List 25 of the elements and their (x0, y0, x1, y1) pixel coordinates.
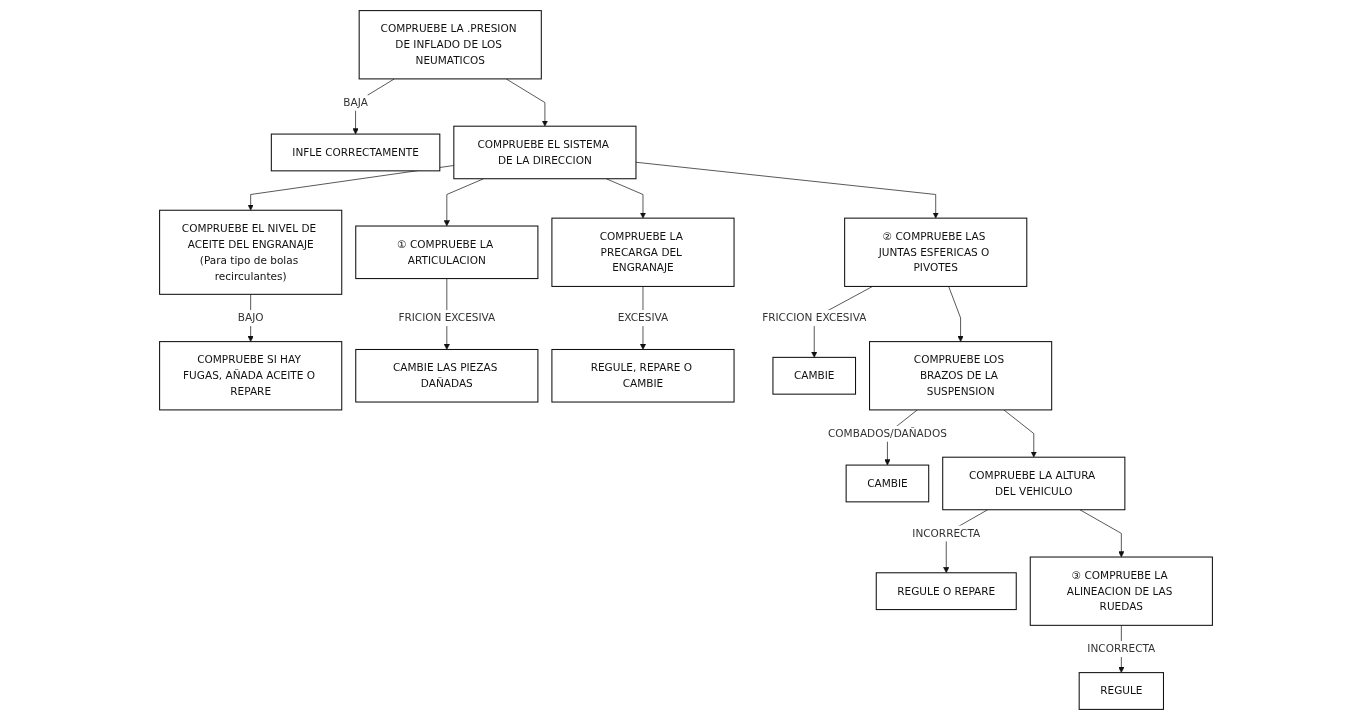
edge-label: FRICCION EXCESIVA (762, 310, 867, 324)
node-box: COMPRUEBE SI HAY FUGAS, AÑADA ACEITE O REPARE (159, 340, 343, 410)
node-box: REGULE O REPARE (875, 571, 1017, 610)
node-box: CAMBIE (845, 464, 930, 502)
node-box: ① COMPRUEBE LA ARTICULACION (355, 225, 539, 279)
node-box: COMPRUEBE LOS BRAZOS DE LA SUSPENSION (869, 340, 1053, 410)
node-box: CAMBIE LAS PIEZAS DAÑADAS (355, 348, 539, 403)
edge-label: BAJA (343, 95, 368, 109)
node-box: COMPRUEBE LA PRECARGA DEL ENGRANAJE (551, 217, 735, 287)
node-box: REGULE (1078, 671, 1164, 710)
edge-label: INCORRECTA (912, 526, 981, 540)
node-box: COMPRUEBE EL SISTEMA DE LA DIRECCION (453, 125, 637, 179)
node-box: COMPRUEBE LA ALTURA DEL VEHICULO (942, 456, 1126, 510)
edge-label: COMBADOS/DAÑADOS (828, 426, 947, 440)
node-box: ② COMPRUEBE LAS JUNTAS ESFERICAS O PIVOTES (844, 217, 1028, 287)
edge-label: INCORRECTA (1087, 641, 1156, 655)
node-box: COMPRUEBE LA .PRESION DE INFLADO DE LOS NEUMATICOS (358, 9, 542, 79)
node-box: ③ COMPRUEBE LA ALINEACION DE LAS RUEDAS (1029, 556, 1213, 626)
node-box: REGULE, REPARE O CAMBIE (551, 348, 735, 403)
node-box: CAMBIE (772, 356, 857, 395)
edge-label: EXCESIVA (617, 310, 669, 324)
edge-label: BAJO (237, 310, 264, 324)
node-box: COMPRUEBE EL NIVEL DE ACEITE DEL ENGRANAJE (Para tipo de bolas recirculantes) (159, 209, 343, 295)
edge-label: FRICION EXCESIVA (398, 310, 496, 324)
node-box: INFLE CORRECTAMENTE (270, 133, 441, 171)
